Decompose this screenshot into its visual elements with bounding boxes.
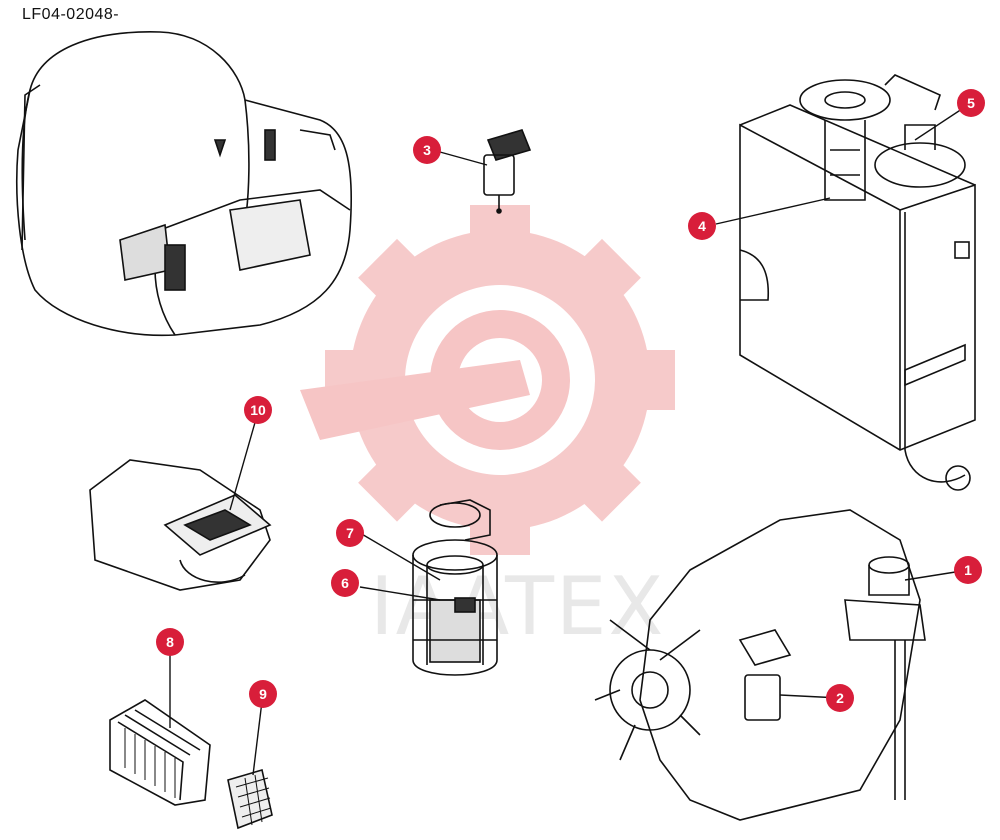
callout-2[interactable]: 2 <box>826 684 854 712</box>
engine-drawing <box>594 509 926 821</box>
recirc-filter-drawing <box>227 768 273 830</box>
callout-6[interactable]: 6 <box>331 569 359 597</box>
engine-cover-drawing <box>16 31 353 337</box>
callout-5[interactable]: 5 <box>957 89 985 117</box>
inline-fuel-filter-drawing <box>483 129 532 214</box>
callout-7[interactable]: 7 <box>336 519 364 547</box>
callout-4[interactable]: 4 <box>688 212 716 240</box>
diagram-code: LF04-02048- <box>22 6 120 23</box>
callout-8[interactable]: 8 <box>156 628 184 656</box>
callout-10[interactable]: 10 <box>244 396 272 424</box>
callout-3[interactable]: 3 <box>413 136 441 164</box>
watermark-text: IAATEX <box>370 560 666 653</box>
callout-9[interactable]: 9 <box>249 680 277 708</box>
cab-air-filter-drawing <box>109 699 211 806</box>
air-cleaner-drawing <box>412 499 498 676</box>
ac-unit-drawing <box>89 459 272 591</box>
callout-1[interactable]: 1 <box>954 556 982 584</box>
hydraulic-tank-drawing <box>739 74 976 491</box>
